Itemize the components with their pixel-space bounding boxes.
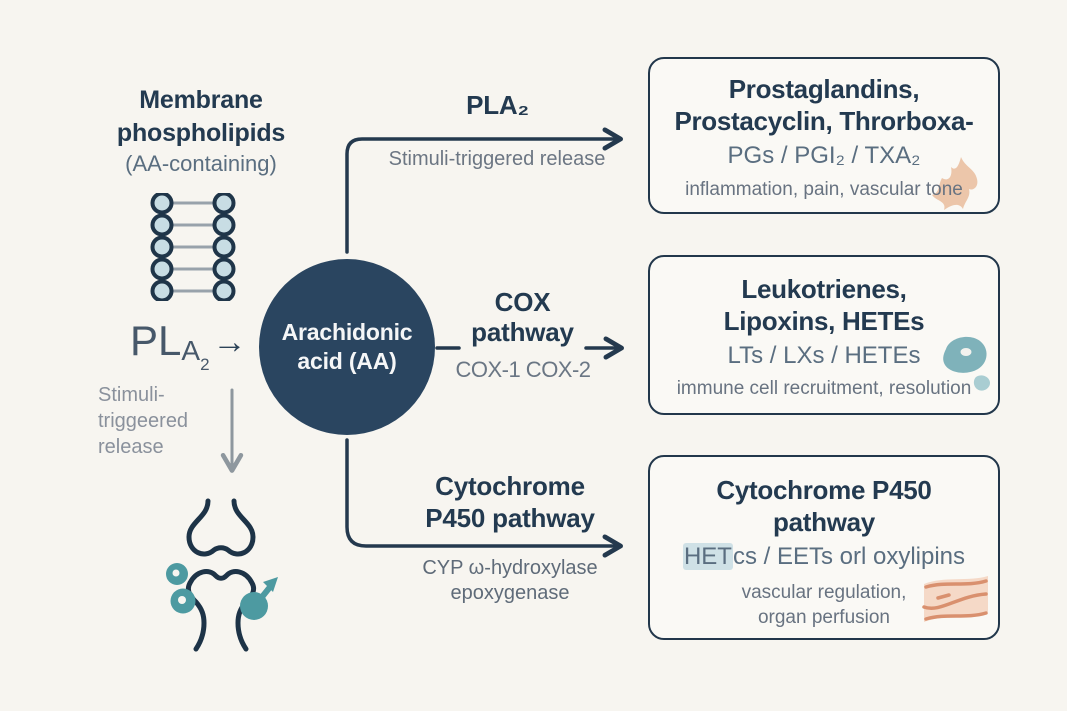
cyp-note-line2: epoxygenase xyxy=(450,582,570,604)
cyp450-title-line1: Cytochrome P450 xyxy=(716,475,932,505)
vessel-icon xyxy=(922,576,988,622)
cell-release-arrow xyxy=(259,584,273,600)
cox-branch-label: COX pathway xyxy=(445,287,600,347)
cyp-branch-arrow xyxy=(345,438,623,558)
cyp450-title-line2: pathway xyxy=(773,507,875,537)
hub-line2: acid (AA) xyxy=(297,348,397,374)
joint-icon xyxy=(166,498,278,652)
right-arrow-glyph: → xyxy=(212,323,247,361)
cyp450-mediators-highlight: HET xyxy=(682,543,733,570)
cox-label-line1: COX xyxy=(494,287,551,317)
leukotrienes-mediators: LTs / LXs / HETEs xyxy=(727,342,921,369)
membrane-subtitle: (AA-containing) xyxy=(125,151,277,176)
release-note-line2: triggeered xyxy=(98,410,189,432)
lower-bone-outline-right xyxy=(187,569,257,652)
cyp450-effects-line1: vascular regulation, xyxy=(741,582,907,603)
prostaglandins-effects: inflammation, pain, vascular tone xyxy=(685,179,963,200)
membrane-title-line1: Membrane xyxy=(139,86,263,114)
cell-icon xyxy=(943,336,990,391)
leukotrienes-box: Leukotrienes, Lipoxins, HETEs LTs / LXs … xyxy=(648,255,1000,415)
pla2-enzyme-main: PL xyxy=(130,317,182,364)
cyp-branch-note: CYP ω-hydroxylase epoxygenase xyxy=(405,556,615,606)
cyp450-effects-line2: organ perfusion xyxy=(757,607,891,628)
cox-label-line2: pathway xyxy=(471,317,574,347)
membrane-title-line2: phospholipids xyxy=(116,119,286,147)
pla2-enzyme-subscript: A xyxy=(181,335,201,366)
prostaglandins-title-line1: Prostaglandins, xyxy=(728,74,920,104)
cox-branch-note: COX-1 COX-2 xyxy=(455,357,591,382)
upper-bone-outline xyxy=(186,498,256,557)
hub-line1: Arachidonic xyxy=(281,319,413,345)
cyp-label-line1: Cytochrome xyxy=(435,471,585,501)
release-note-line3: release xyxy=(98,436,164,458)
leukotrienes-title-line2: Lipoxins, HETEs xyxy=(723,306,925,336)
pla2-branch-arrow xyxy=(345,127,623,254)
release-note-line1: Stimuli- xyxy=(98,384,165,406)
prostaglandins-box: Prostaglandins, Prostacyclin, Throrboxa-… xyxy=(648,57,1000,214)
arachidonic-acid-hub: Arachidonic acid (AA) xyxy=(259,259,435,435)
pla2-enzyme-label: PL A 2 → xyxy=(130,317,247,374)
cyp450-mediators-rest: cs / EETs orl oxylipins xyxy=(732,543,966,570)
prostaglandins-mediators: PGs / PGI₂ / TXA₂ xyxy=(727,142,921,169)
cyp-branch-label: Cytochrome P450 pathway xyxy=(405,470,615,534)
release-note: Stimuli- triggeered release xyxy=(98,382,188,460)
cyp450-effects: vascular regulation, organ perfusion xyxy=(650,580,998,630)
cyp-note-line1: CYP ω-hydroxylase xyxy=(422,557,598,579)
pla2-branch-label: PLA₂ xyxy=(466,90,529,120)
prostaglandins-title-line2: Prostacyclin, Throrboxa- xyxy=(674,106,974,136)
flame-icon xyxy=(932,157,978,210)
leukotrienes-effects: immune cell recruitment, resolution xyxy=(676,378,972,399)
leukotrienes-title-line1: Leukotrienes, xyxy=(741,274,907,304)
cyp450-mediators: HETcs / EETs orl oxylipins xyxy=(650,540,998,574)
membrane-title: Membrane phospholipids xyxy=(56,84,346,150)
cyp450-box: Cytochrome P450 pathway HETcs / EETs orl… xyxy=(648,455,1000,640)
pla2-branch-note: Stimuli-triggered release xyxy=(388,148,606,170)
phospholipid-icon xyxy=(150,193,236,301)
pla2-enzyme-subscript2: 2 xyxy=(200,355,210,374)
cyp-label-line2: P450 pathway xyxy=(425,503,595,533)
